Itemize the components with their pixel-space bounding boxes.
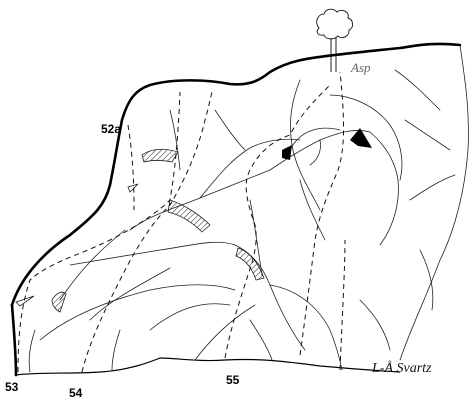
route-label-53[interactable]: 53 [5, 380, 19, 394]
overhang-left [282, 145, 292, 160]
rock-cracks [28, 69, 456, 373]
route-line-52a [127, 124, 135, 211]
ledge-right [235, 247, 265, 281]
ledge-52a [141, 148, 179, 163]
crag-left-edge [10, 303, 18, 377]
route-label-54[interactable]: 54 [69, 386, 83, 400]
crag-base [15, 357, 401, 376]
route-line-55 [224, 84, 331, 359]
tree-label: Asp [350, 60, 371, 75]
route-label-52a[interactable]: 52a [101, 122, 121, 136]
route-line-right [339, 239, 346, 371]
crag-outline [10, 42, 462, 307]
bolt-marker-icon [127, 183, 139, 193]
route-line-53 [17, 91, 181, 373]
overhang-right [350, 128, 372, 148]
ledge-left-bottom [51, 291, 67, 313]
crag-right-edge [399, 44, 469, 361]
artist-credit: L-Å Svartz [371, 360, 432, 376]
route-line-main [299, 71, 344, 356]
route-label-55[interactable]: 55 [226, 373, 240, 387]
aspen-tree-icon [316, 8, 354, 72]
route-lines [17, 71, 346, 373]
ledge-center [167, 199, 211, 233]
